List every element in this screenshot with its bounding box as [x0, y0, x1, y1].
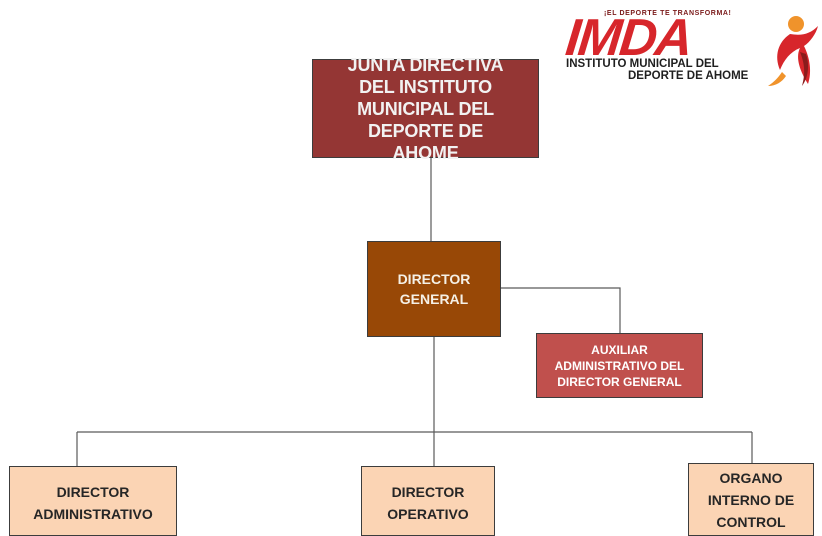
- imda-logo: ¡EL DEPORTE TE TRANSFORMA! IMDA INSTITUT…: [560, 8, 822, 90]
- director-administrativo-box: DIRECTOR ADMINISTRATIVO: [9, 466, 177, 536]
- auxiliar-line3: DIRECTOR GENERAL: [557, 374, 682, 389]
- connector-director-auxiliar: [501, 287, 621, 333]
- junta-line4: DEPORTE DE AHOME: [367, 120, 484, 163]
- organo-interno-control-box: ORGANO INTERNO DE CONTROL: [688, 463, 814, 536]
- auxiliar-line1: AUXILIAR: [591, 342, 648, 357]
- director-general-line2: GENERAL: [399, 291, 469, 307]
- junta-line3: MUNICIPAL DEL: [357, 98, 494, 119]
- director-operativo-box: DIRECTOR OPERATIVO: [361, 466, 495, 536]
- director-operativo-line2: OPERATIVO: [387, 506, 469, 522]
- auxiliar-line2: ADMINISTRATIVO DEL: [554, 358, 685, 373]
- director-general-box: DIRECTOR GENERAL: [367, 241, 501, 337]
- athlete-figure-icon: [768, 16, 818, 86]
- logo-subtitle-line1: INSTITUTO MUNICIPAL DEL: [566, 58, 719, 70]
- director-general-line1: DIRECTOR: [397, 271, 471, 287]
- logo-subtitle-line2: DEPORTE DE AHOME: [628, 70, 749, 82]
- director-administrativo-line2: ADMINISTRATIVO: [33, 506, 153, 522]
- junta-line1: JUNTA DIRECTIVA: [347, 54, 504, 75]
- logo-slogan: ¡EL DEPORTE TE TRANSFORMA!: [604, 10, 732, 17]
- organo-line2: INTERNO DE: [707, 491, 795, 508]
- organo-line3: CONTROL: [716, 513, 786, 530]
- auxiliar-administrativo-box: AUXILIAR ADMINISTRATIVO DEL DIRECTOR GEN…: [536, 333, 703, 398]
- director-operativo-line1: DIRECTOR: [391, 484, 465, 500]
- director-administrativo-line1: DIRECTOR: [56, 484, 130, 500]
- junta-line2: DEL INSTITUTO: [359, 76, 492, 97]
- junta-directiva-box: JUNTA DIRECTIVA DEL INSTITUTO MUNICIPAL …: [312, 55, 539, 163]
- organo-line1: ORGANO: [719, 469, 783, 486]
